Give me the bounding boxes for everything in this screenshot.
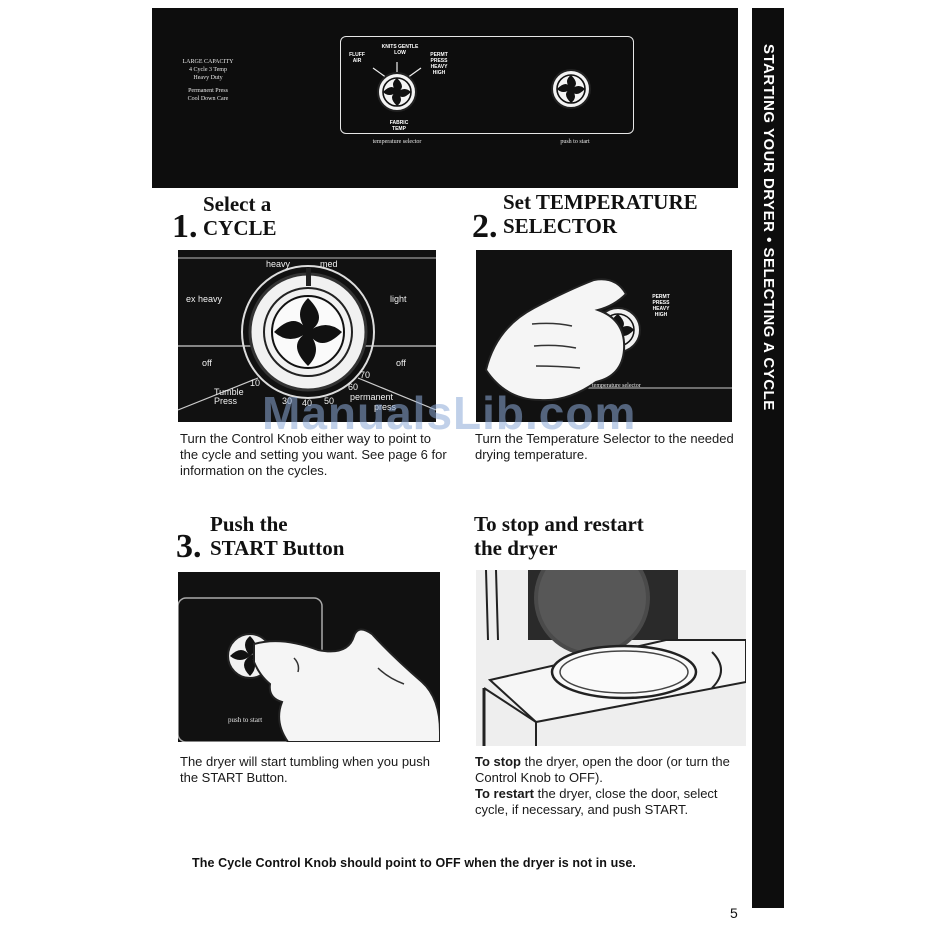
panel-text-line: LARGE CAPACITY xyxy=(182,59,234,65)
step3-number: 3. xyxy=(176,528,202,565)
step2-title-line2: SELECTOR xyxy=(503,214,617,238)
step1-instructions: Turn the Control Knob either way to poin… xyxy=(180,431,447,478)
stop-text: the dryer, open the door (or turn the Co… xyxy=(475,754,730,785)
step1-title-line1: Select a xyxy=(203,192,272,216)
panel-text-line: Cool Down Care xyxy=(187,96,229,102)
open-dryer-door-icon xyxy=(476,570,746,746)
panel-text-line: Permanent Press xyxy=(188,88,228,94)
label-push-to-start: push to start xyxy=(560,139,590,145)
panel-text-line: Heavy Duty xyxy=(193,75,223,81)
photo-label-push-to-start: push to start xyxy=(228,716,263,724)
finger-pushing-button-icon xyxy=(178,597,440,742)
dryer-door-photo xyxy=(476,570,746,746)
photo-label-temperature-selector: temperature selector xyxy=(592,383,641,389)
temperature-selector-photo: PERMT PRESS HEAVY HIGH temperature selec… xyxy=(476,250,732,422)
stop-instruction: To stop the dryer, open the door (or tur… xyxy=(475,754,743,786)
watermark: ManualsLib.com xyxy=(262,387,637,439)
label-permt-press: PERMT PRESS HEAVY HIGH xyxy=(430,52,448,76)
step2-instructions: Turn the Temperature Selector to the nee… xyxy=(475,431,734,462)
step3-title-line2: START Button xyxy=(210,536,345,560)
label-temperature-selector: temperature selector xyxy=(372,139,422,145)
temperature-knob-icon xyxy=(372,62,422,112)
panel-frame xyxy=(340,36,634,134)
restart-label: To restart xyxy=(475,786,534,801)
cycle-label-heavy: heavy xyxy=(266,259,291,269)
cycle-label-light: light xyxy=(390,294,407,304)
cycle-label-70: 70 xyxy=(360,370,371,380)
cycle-label-30: 30 xyxy=(282,396,293,406)
control-panel-illustration: LARGE CAPACITY 4 Cycle 3 Temp Heavy Duty… xyxy=(152,8,738,188)
step1-title-line2: CYCLE xyxy=(203,216,277,240)
step4-title-line2: the dryer xyxy=(474,536,558,560)
label-fabric-temp: FABRIC TEMP xyxy=(389,120,409,132)
cycle-label-med: med xyxy=(320,259,338,269)
label-knits-gentle-low: KNITS GENTLE LOW xyxy=(381,44,419,56)
restart-instruction: To restart the dryer, close the door, se… xyxy=(475,786,743,818)
cycle-label-permanent: permanent xyxy=(350,392,394,402)
cycle-knob-photo: heavy med ex heavy light off off 10 70 6… xyxy=(178,250,436,422)
cycle-label-off-left: off xyxy=(202,358,212,368)
step3-instructions: The dryer will start tumbling when you p… xyxy=(180,754,431,785)
side-tab: STARTING YOUR DRYER • SELECTING A CYCLE xyxy=(752,8,784,908)
cycle-label-50: 50 xyxy=(324,396,335,406)
label-fluff-air: FLUFF AIR xyxy=(349,52,365,64)
cycle-label-10: 10 xyxy=(250,378,261,388)
stop-label: To stop xyxy=(475,754,521,769)
footer-note: The Cycle Control Knob should point to O… xyxy=(192,856,637,870)
step4-title-line1: To stop and restart xyxy=(474,512,644,536)
cycle-label-ex-heavy: ex heavy xyxy=(186,294,223,304)
step2-title-line1: Set TEMPERATURE xyxy=(503,190,698,214)
hand-turning-knob-icon xyxy=(484,278,732,402)
side-tab-label: STARTING YOUR DRYER • SELECTING A CYCLE xyxy=(760,44,777,411)
page-number: 5 xyxy=(730,905,738,921)
panel-feature-list: LARGE CAPACITY 4 Cycle 3 Temp Heavy Duty… xyxy=(168,58,248,103)
push-start-photo: push to start xyxy=(178,572,440,742)
cycle-label-60: 60 xyxy=(348,382,359,392)
cycle-dial-icon xyxy=(178,257,436,411)
step1-number: 1. xyxy=(172,208,198,245)
cycle-label-off-right: off xyxy=(396,358,406,368)
step2-number: 2. xyxy=(472,208,498,245)
cycle-label-tumble-press: Tumble Press xyxy=(214,387,244,406)
panel-text-line: 4 Cycle 3 Temp xyxy=(189,67,227,73)
step4-instructions: To stop the dryer, open the door (or tur… xyxy=(475,754,743,818)
push-to-start-button-icon xyxy=(551,69,591,109)
restart-text: the dryer, close the door, select cycle,… xyxy=(475,786,718,817)
photo-label-permt-press: PERMT PRESS HEAVY HIGH xyxy=(652,294,670,318)
cycle-label-40: 40 xyxy=(302,398,313,408)
cycle-label-press: press xyxy=(374,402,397,412)
step3-title-line1: Push the xyxy=(210,512,288,536)
